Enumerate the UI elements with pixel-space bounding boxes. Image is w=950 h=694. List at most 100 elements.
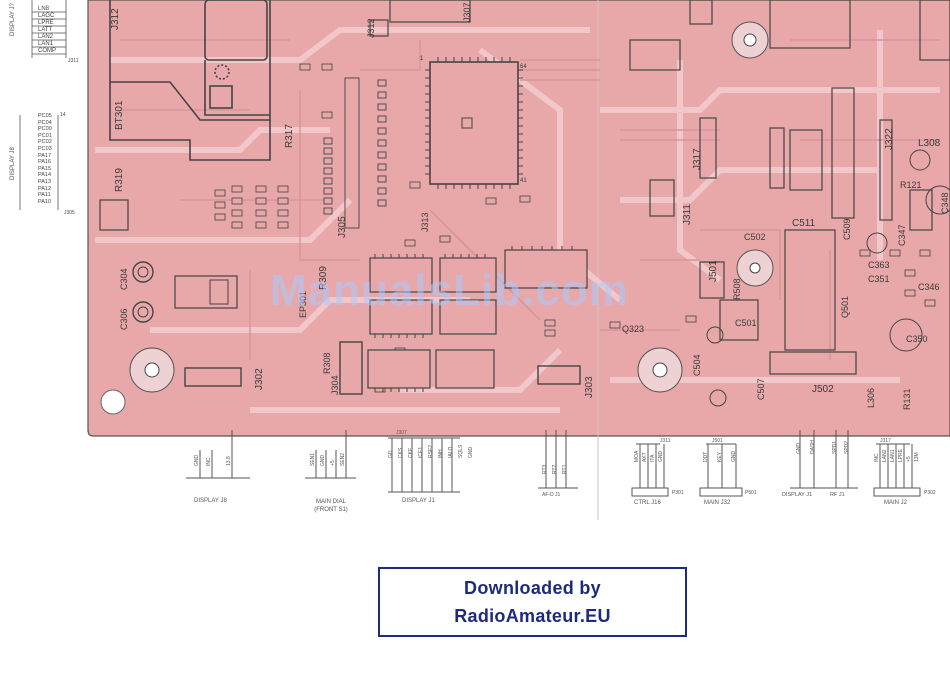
svg-text:C501: C501 — [735, 318, 757, 328]
svg-text:C348: C348 — [940, 192, 950, 214]
j304-header — [339, 341, 363, 395]
pin-label: PC02 — [38, 139, 52, 146]
svg-text:R121: R121 — [900, 180, 922, 190]
connector-pin-label: IALO — [448, 446, 454, 458]
svg-text:C507: C507 — [756, 378, 766, 400]
connector-label-main-dial: MAIN DIAL (FRONT S1) — [314, 499, 348, 513]
connector-pin-label: CKS — [398, 447, 404, 458]
svg-text:C502: C502 — [744, 232, 766, 242]
j302-header — [184, 367, 242, 387]
svg-text:J311: J311 — [68, 58, 79, 64]
svg-text:R308: R308 — [322, 352, 332, 374]
svg-text:C304: C304 — [119, 268, 129, 290]
left-connector-bottom: DISPLAY J8 14 J305 — [10, 112, 75, 216]
connector-pin-label: INC — [874, 453, 880, 462]
j305-header — [323, 77, 387, 229]
connector-pin-label: GD — [388, 450, 394, 459]
connector-pin-label: +5 — [906, 456, 912, 462]
pin-label: LAN1 — [38, 41, 54, 47]
pin-label: PC05 — [38, 113, 52, 119]
svg-text:J302: J302 — [254, 368, 265, 390]
svg-text:R508: R508 — [732, 278, 742, 300]
connector-pin-label: GND — [194, 454, 200, 466]
svg-text:J305: J305 — [64, 210, 75, 216]
svg-text:1: 1 — [420, 56, 424, 62]
svg-text:C351: C351 — [868, 274, 890, 284]
j502-header — [769, 351, 857, 375]
connector-pin-label: 13M — [914, 452, 920, 462]
svg-text:J311: J311 — [682, 204, 693, 225]
connector-pin-label: ICE1 — [418, 446, 424, 458]
svg-text:C346: C346 — [918, 282, 940, 292]
connector-pin-label: GND — [320, 454, 326, 466]
pin-label: PA11 — [38, 192, 51, 199]
pin-label: LPRE — [38, 20, 54, 26]
connector-pin-label: LAN2 — [882, 449, 888, 462]
pin-label: PC00 — [38, 126, 52, 133]
connector-pin-label: CKE — [408, 447, 414, 458]
connector-pin-label: SPD1 — [832, 440, 838, 454]
connector-pin-label: SEN1 — [310, 452, 316, 466]
left-connector-top: DISPLAY J? J311 — [10, 0, 79, 64]
connector-label-display-j1b: DISPLAY J1 — [782, 492, 813, 498]
left-top-pin-labels: LN8 LAGC LPRE LATT LAN2 LAN1 COMP — [38, 6, 66, 55]
pcb-schematic-layout: J312 BT301 R319 C304 C306 — [10, 0, 950, 520]
connector-label-main-j2: MAIN J2 — [884, 500, 908, 506]
pin-label: LN8 — [38, 6, 50, 12]
main-microcontroller: 1 64 41 — [420, 56, 527, 189]
connector-ref-j317: J317 — [880, 438, 891, 444]
svg-text:J303: J303 — [584, 376, 595, 398]
pin-label: LATT — [38, 27, 53, 33]
bottom-connector-wiring — [186, 430, 921, 497]
download-credit-box: Downloaded by RadioAmateur.EU — [378, 567, 687, 637]
svg-text:R309: R309 — [318, 266, 329, 290]
svg-text:J322: J322 — [884, 128, 895, 150]
svg-text:Q323: Q323 — [622, 324, 644, 334]
connector-pin-label: GND — [468, 446, 474, 458]
connector-pin-label: RT2 — [552, 464, 558, 474]
connector-pin-label: LPRE — [898, 448, 904, 462]
connector-pin-label: 13.8 — [226, 456, 232, 466]
connector-label-af: AF-D J1 — [542, 492, 561, 498]
svg-text:J313: J313 — [420, 212, 430, 232]
pcb-traces — [95, 27, 940, 413]
svg-text:L308: L308 — [918, 138, 941, 149]
watermark-text: ManualsLib.com — [270, 266, 629, 315]
svg-text:BT301: BT301 — [114, 100, 125, 130]
svg-text:Q501: Q501 — [840, 296, 850, 318]
pin-label: PA10 — [38, 198, 52, 205]
pin-label: PA12 — [38, 185, 52, 192]
connector-pin-label: DASH — [810, 440, 816, 454]
svg-text:J305: J305 — [337, 216, 348, 238]
j303-header — [537, 365, 581, 385]
connector-label-main-j32: MAIN J32 — [704, 500, 731, 506]
pin-label: PC03 — [38, 145, 52, 152]
connector-label-display-j8: DISPLAY J8 — [194, 498, 227, 504]
connector-pin-label: RSE2 — [428, 444, 434, 458]
svg-text:C511: C511 — [792, 218, 816, 229]
pin-label: PC01 — [38, 132, 52, 139]
mounting-holes — [100, 21, 950, 415]
connector-label-ctrl: CTRL J16 — [634, 500, 661, 506]
svg-text:C350: C350 — [906, 334, 928, 344]
pin-label: PC04 — [38, 119, 52, 126]
svg-text:J304: J304 — [330, 375, 340, 395]
connector-p501: P501 — [745, 490, 757, 496]
svg-text:R317: R317 — [284, 124, 295, 148]
connector-pin-label: INC — [206, 457, 212, 466]
svg-text:C509: C509 — [842, 218, 852, 240]
left-bottom-pin-labels: PC05 PC04 PC00 PC01 PC02 PC03 PA17 PA16 … — [38, 113, 60, 205]
svg-text:C363: C363 — [868, 260, 890, 270]
svg-text:EP301: EP301 — [298, 291, 308, 318]
svg-text:41: 41 — [520, 178, 527, 184]
connector-pin-label: GND — [796, 442, 802, 454]
pin-label: PA16 — [38, 159, 52, 166]
connector-pin-label: SQLS — [458, 444, 464, 458]
pin-label: PA17 — [38, 152, 52, 159]
connector-pin-label: ITA — [650, 454, 656, 462]
connector-p302: P302 — [924, 490, 936, 496]
pin-label: COMP — [38, 48, 56, 54]
svg-text:J312: J312 — [366, 18, 376, 38]
svg-text:C306: C306 — [119, 308, 129, 330]
